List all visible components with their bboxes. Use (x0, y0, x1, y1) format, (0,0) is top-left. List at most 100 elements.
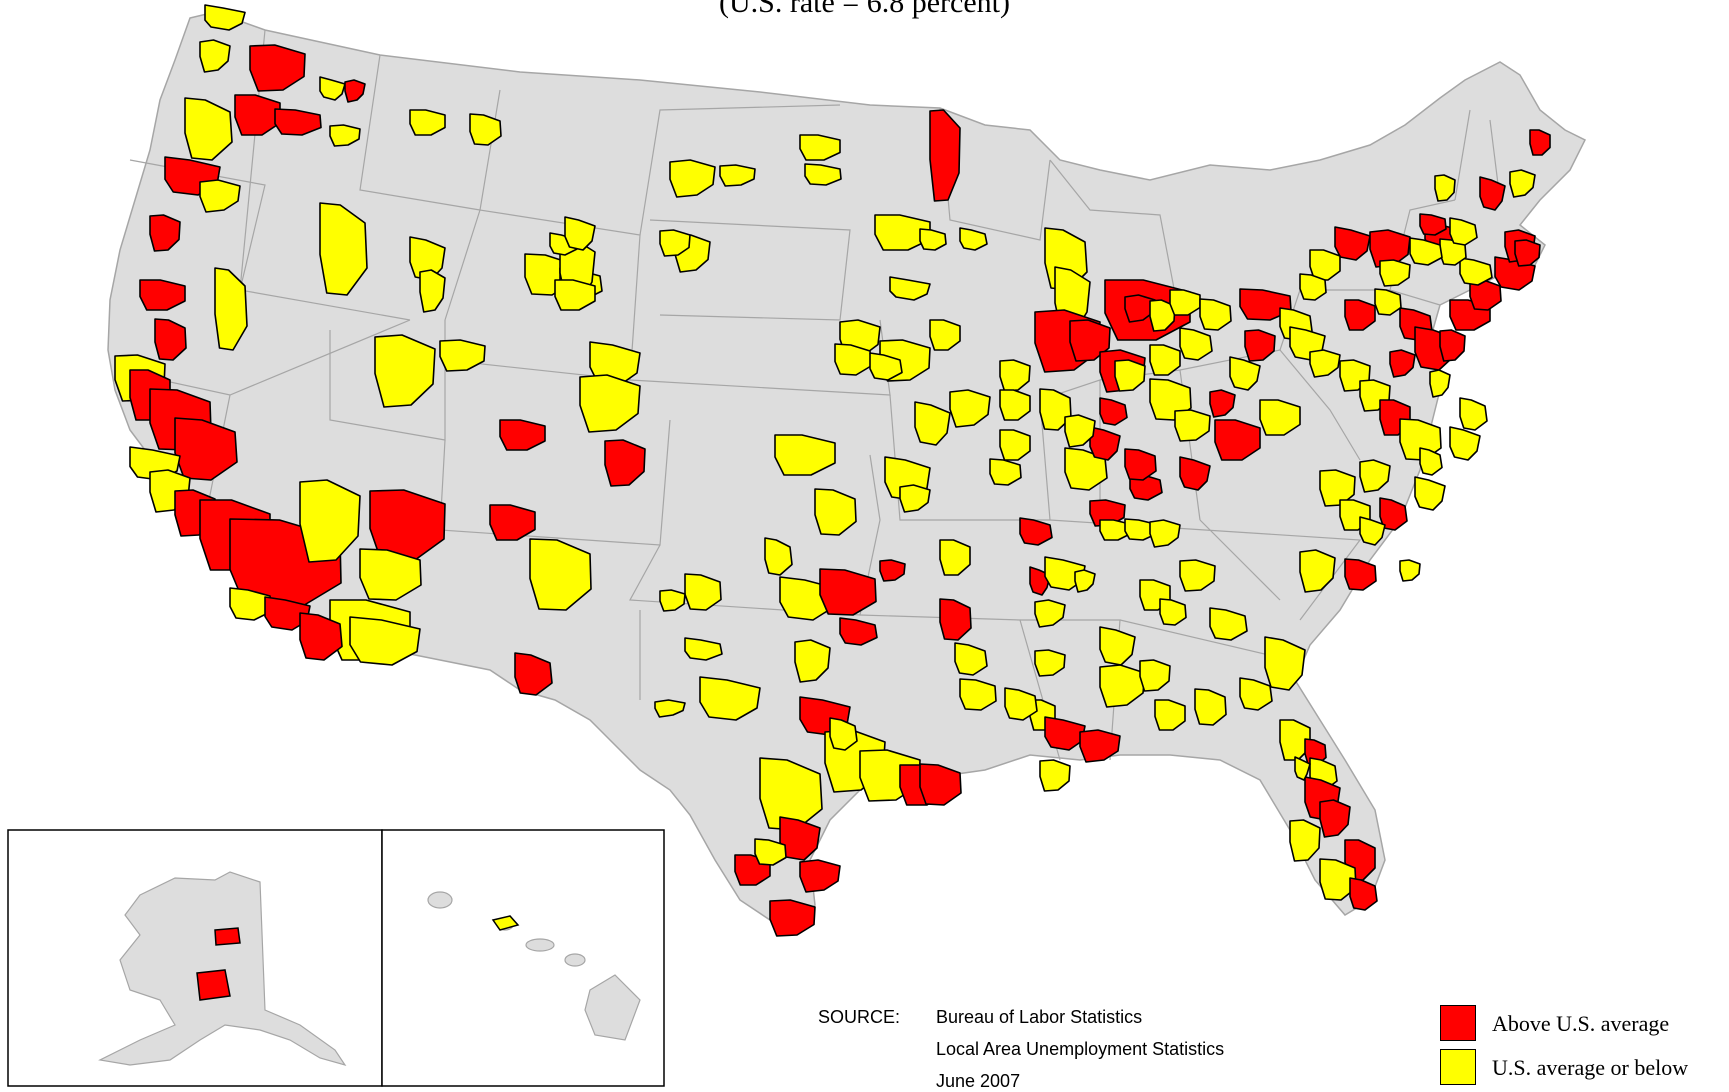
alaska-fairbanks-area (214, 927, 241, 946)
map-subtitle: (U.S. rate = 6.8 percent) (719, 0, 1010, 19)
source-line-2: Local Area Unemployment Statistics (936, 1039, 1225, 1059)
metro-area-below (1379, 259, 1411, 287)
metro-area-below (1064, 447, 1108, 491)
metro-area-below (929, 319, 961, 351)
metro-area-below (764, 537, 793, 576)
metro-area-below (319, 202, 368, 296)
metro-area-below (409, 109, 446, 136)
metro-area-above (139, 279, 186, 311)
metro-area-below (1429, 369, 1451, 398)
metro-area-below (359, 548, 422, 601)
metro-area-below (889, 276, 931, 301)
metro-area-below (774, 434, 836, 476)
metro-area-below (1209, 607, 1248, 641)
metro-area-above (1369, 229, 1411, 268)
metro-area-below (699, 676, 761, 721)
metro-area-above (1179, 456, 1211, 491)
metro-area-below (199, 179, 241, 213)
metro-area-above (369, 489, 446, 562)
metro-area-below (1299, 273, 1327, 301)
metro-area-below (1449, 217, 1478, 246)
metro-area-below (959, 227, 988, 251)
metro-area-above (919, 763, 962, 806)
metro-area-below (914, 401, 951, 446)
metro-area-below (419, 269, 446, 313)
source-label: SOURCE: (818, 1007, 901, 1027)
metro-area-below (659, 229, 691, 257)
metro-area-above (1379, 497, 1408, 531)
metro-area-below (329, 124, 361, 147)
metro-area-below (554, 279, 596, 311)
metro-area-below (814, 488, 857, 536)
metro-area-below (1199, 298, 1232, 331)
metro-area-above (234, 94, 281, 136)
metro-area-below (1179, 559, 1216, 592)
metro-area-below (754, 838, 787, 866)
metro-area-below (919, 228, 947, 251)
metro-area-below (829, 717, 858, 751)
metro-area-below (1169, 289, 1201, 316)
metro-area-below (1409, 237, 1443, 266)
metro-area-above (249, 44, 306, 92)
metro-area-above (154, 318, 187, 361)
metro-area-below (1319, 858, 1357, 901)
metro-area-below (1034, 599, 1066, 628)
metro-area-below (1114, 359, 1146, 392)
metro-area-below (954, 642, 988, 676)
metro-area-above (1479, 176, 1506, 211)
metro-area-below (1459, 397, 1488, 431)
metro-area-below (299, 479, 361, 563)
metro-area-above (1019, 517, 1053, 546)
metro-area-above (149, 214, 181, 252)
metro-area-below (759, 757, 823, 831)
metro-area-below (184, 97, 233, 161)
metro-area-below (869, 352, 903, 381)
metro-area-below (1419, 447, 1443, 476)
metro-area-above (344, 79, 366, 103)
metro-area-above (1044, 716, 1086, 751)
metro-area-below (1064, 414, 1096, 448)
metro-area-below (1149, 299, 1176, 332)
metro-area-below (899, 484, 931, 513)
metro-area-below (1359, 516, 1386, 546)
metro-area-below (1359, 459, 1391, 493)
metro-area-below (1034, 649, 1066, 677)
metro-area-below (874, 214, 931, 251)
metro-area-above (1344, 558, 1377, 591)
metro-area-below (1174, 409, 1211, 442)
metro-area-below (1139, 659, 1171, 692)
legend-label-below: U.S. average or below (1492, 1055, 1689, 1080)
metro-area-above (1209, 389, 1236, 418)
metro-area-below (959, 678, 997, 711)
metro-area-above (1244, 329, 1276, 362)
metro-area-below (349, 616, 421, 666)
metro-area-above (819, 568, 877, 616)
metro-area-below (1179, 327, 1213, 361)
source-line-1: Bureau of Labor Statistics (936, 1007, 1143, 1027)
metro-area-below (589, 341, 641, 386)
metro-area-below (939, 539, 971, 576)
metro-area-below (564, 216, 596, 251)
metro-area-below (469, 113, 502, 146)
metro-area-above (1124, 294, 1156, 323)
metro-area-below (1074, 569, 1096, 593)
metro-areas (114, 4, 1551, 937)
metro-area-below (684, 637, 723, 661)
metro-area-below (374, 334, 436, 408)
metro-area-below (579, 374, 641, 433)
metro-area-below (1294, 756, 1311, 781)
hawaii-islands (427, 891, 641, 1041)
metro-area-below (1159, 598, 1187, 626)
metro-area-below (1449, 426, 1481, 461)
metro-area-below (439, 339, 486, 372)
metro-area-above (274, 108, 322, 136)
metro-area-below (719, 164, 756, 187)
metro-area-above (1344, 299, 1376, 331)
metro-area-below (1414, 476, 1446, 511)
metro-area-above (769, 899, 816, 937)
metro-area-above (514, 652, 553, 696)
metro-area-below (999, 389, 1031, 421)
metro-area-below (794, 639, 831, 683)
metro-area-above (1419, 213, 1447, 236)
